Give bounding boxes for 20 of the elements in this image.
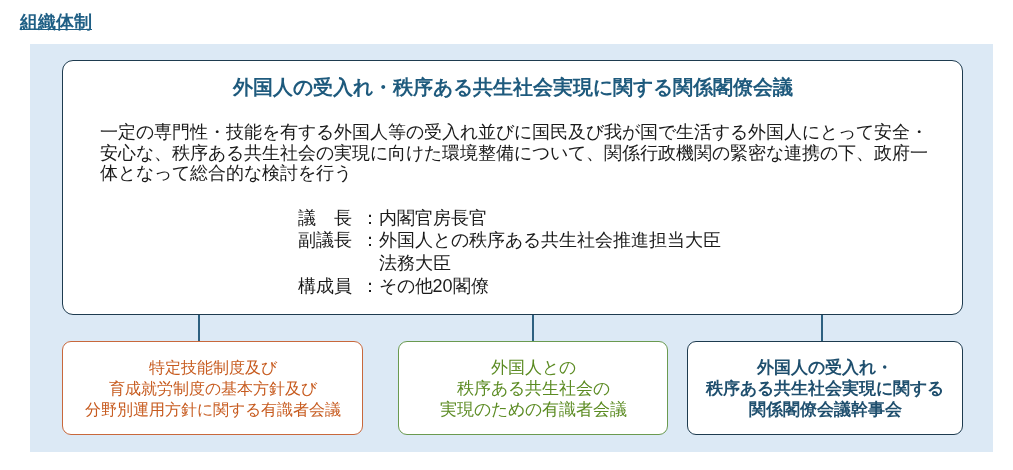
council-title: 外国人の受入れ・秩序ある共生社会実現に関する関係閣僚会議 — [231, 75, 794, 100]
purpose-text: 一定の専門性・技能を有する外国人等の受入れ並びに国民及び我が国で生活する外国人にとって安全・安心な、秩序ある共生社会の実現に向けた環境整備について、関係行政機関の緊密な連携の下、政府一体となって総合的な検討を行う — [99, 122, 929, 184]
council-box — [62, 60, 963, 315]
member-name: ：外国人との秩序ある共生社会推進担当大臣 — [360, 229, 721, 252]
section-heading: 組織体制 — [20, 11, 92, 34]
committee-name: 外国人との秩序ある共生社会の実現のための有識者会議 — [439, 356, 627, 420]
connector-line — [532, 314, 534, 342]
member-name: 法務大臣 — [378, 251, 451, 275]
committee-box — [62, 341, 363, 435]
committee-box — [398, 341, 668, 435]
role-label: 副議長 — [297, 229, 352, 252]
role-label: 構成員 — [297, 274, 352, 298]
member-name: ：その他20閣僚 — [360, 274, 489, 298]
committee-name: 外国人の受入れ・秩序ある共生社会実現に関する関係閣僚会議幹事会 — [706, 356, 944, 420]
committee-box — [687, 341, 963, 435]
member-name: ：内閣官房長官 — [360, 206, 487, 230]
connector-line — [821, 314, 823, 342]
connector-line — [198, 314, 200, 342]
role-label: 議 長 — [297, 206, 352, 230]
committee-name: 特定技能制度及び育成就労制度の基本方針及び分野別運用方針に関する有識者会議 — [84, 357, 341, 420]
